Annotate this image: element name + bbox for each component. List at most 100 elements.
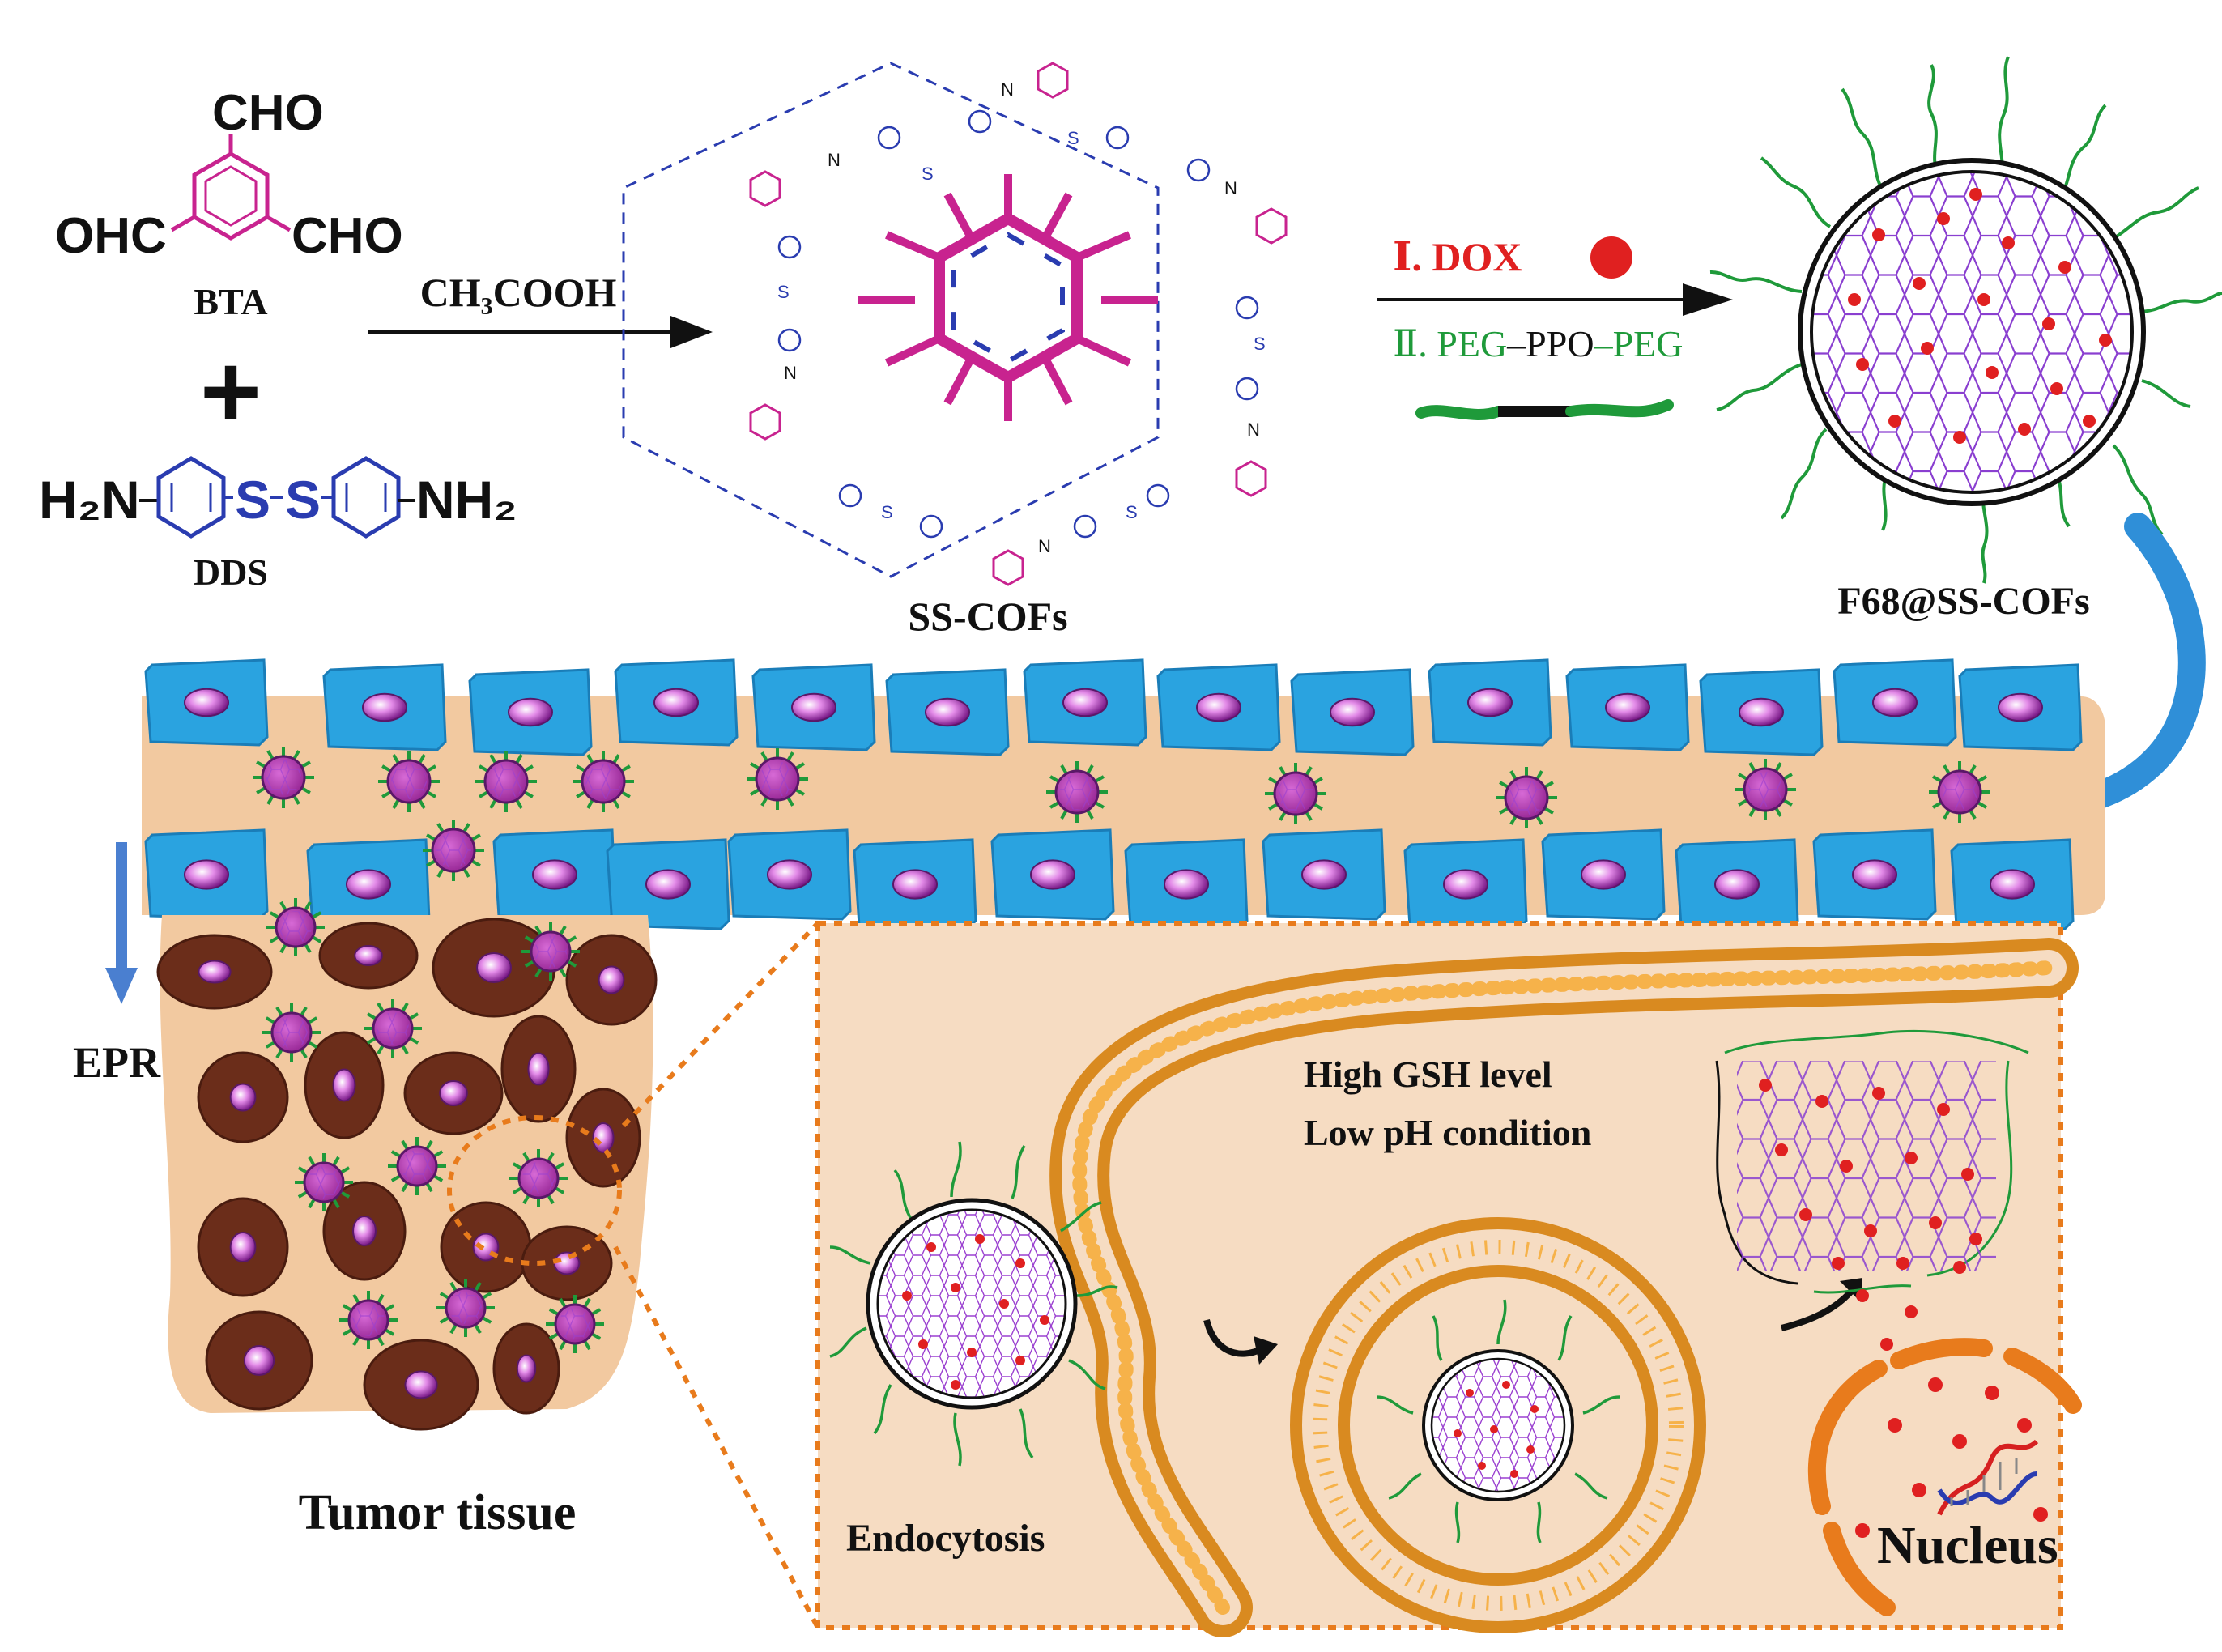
tumor-cell — [565, 934, 658, 1026]
linker-s-3: S — [1254, 334, 1266, 354]
cell-membrane — [1049, 938, 2079, 1637]
nanoparticle — [521, 922, 580, 981]
peg-chains — [1709, 56, 2222, 584]
linker-n-1: N — [1001, 79, 1014, 100]
endothelial-cell — [1428, 658, 1552, 747]
peg-step-prefix: Ⅱ. — [1393, 323, 1437, 364]
dox-payload-dots — [1848, 188, 2112, 444]
tumor-cell — [197, 1051, 289, 1143]
endothelial-cell — [1565, 663, 1690, 751]
nanoparticle — [378, 751, 440, 812]
dds-molecule: H₂N S S NH₂ DDS — [39, 456, 517, 593]
bta-label: BTA — [194, 281, 267, 322]
nanoparticle — [364, 999, 422, 1058]
tumor-cell — [363, 1339, 479, 1431]
endothelial-cell — [1541, 828, 1666, 921]
tumor-cell — [500, 1015, 577, 1123]
dna-helix-icon — [1937, 1439, 2039, 1516]
tumor-cell — [156, 934, 273, 1010]
condition-ph: Low pH condition — [1304, 1112, 1591, 1153]
nanoparticle — [436, 1279, 495, 1337]
endothelial-cell — [1833, 658, 1957, 747]
endothelial-cell — [1699, 668, 1824, 756]
tumor-cells — [156, 918, 658, 1431]
nanoparticle — [262, 1003, 321, 1062]
dox-icon — [1590, 236, 1632, 279]
endosome — [1290, 1217, 1706, 1633]
endothelial-cell — [1156, 663, 1281, 751]
blood-vessel — [142, 658, 2105, 930]
nanoparticle — [1735, 759, 1796, 820]
f68-polymer-icon — [1415, 399, 1674, 420]
accumulated-nanoparticles — [262, 898, 604, 1353]
linker-s-4: S — [1126, 502, 1138, 522]
nanoparticle — [295, 1153, 353, 1211]
linker-s-2: S — [922, 164, 934, 184]
circulating-nanoparticles — [253, 747, 1990, 881]
cellular-uptake-panel: High GSH level Low pH condition Endocyto… — [815, 921, 2082, 1637]
dds-label: DDS — [194, 551, 268, 593]
dds-nh2: NH₂ — [416, 470, 517, 530]
nanoparticle — [1265, 763, 1326, 824]
cof-central-hexagon — [858, 174, 1158, 421]
bta-ohc-left: OHC — [55, 208, 167, 264]
linker-n-6: N — [784, 363, 797, 383]
endothelial-cells — [144, 658, 2083, 930]
endothelial-cell — [853, 838, 977, 930]
endothelial-cell — [468, 668, 593, 756]
cof-vertex-rings — [749, 62, 1288, 586]
endothelial-cell — [1403, 838, 1528, 930]
endothelial-cell — [1950, 838, 2075, 930]
endothelial-cell — [885, 668, 1010, 756]
tumor-cell — [318, 922, 419, 990]
endothelial-cell — [1812, 828, 1937, 921]
reagent-label: CH₃COOH — [420, 270, 617, 315]
nanoparticle — [475, 751, 537, 812]
endothelial-cell — [322, 663, 447, 751]
release-arrow — [1781, 1285, 1858, 1331]
nanoparticle — [509, 1149, 568, 1207]
linker-s-1: S — [1067, 128, 1079, 148]
nanoparticle — [339, 1291, 398, 1349]
tumor-cell — [322, 1181, 407, 1281]
svg-text:Ⅱ. PEG–PPO–PEG: Ⅱ. PEG–PPO–PEG — [1393, 323, 1683, 364]
endothelial-cell — [606, 838, 730, 930]
nanoparticle — [388, 1137, 446, 1195]
nucleus-label: Nucleus — [1877, 1516, 2058, 1575]
peg-b-label: PEG — [1613, 323, 1684, 364]
endothelial-cell — [1675, 838, 1799, 930]
linker-s-5: S — [881, 502, 893, 522]
tumor-cell — [440, 1201, 532, 1293]
linker-n-5: N — [1038, 536, 1051, 556]
loading-step: Ⅰ. DOX Ⅱ. PEG–PPO–PEG — [1377, 234, 1733, 420]
epr-label: EPR — [73, 1038, 161, 1087]
nanoparticle — [253, 747, 314, 808]
zoom-guides — [447, 921, 820, 1629]
f68-ss-cof-nanoparticle: F68@SS-COFs — [1709, 56, 2222, 623]
endothelial-cell — [751, 663, 876, 751]
bta-cho-right: CHO — [292, 208, 403, 264]
ss-cofs-label: SS-COFs — [908, 594, 1067, 639]
tumor-cell — [197, 1197, 289, 1297]
tumor-cell — [432, 918, 556, 1018]
dds-s2: S — [285, 470, 321, 530]
endothelial-cell — [144, 828, 269, 921]
endothelial-cell — [990, 828, 1115, 921]
endothelial-cell — [1023, 658, 1147, 747]
endothelial-cell — [492, 828, 617, 921]
endothelial-cell — [1290, 668, 1415, 756]
tumor-cell — [565, 1088, 641, 1188]
degraded-framework — [1715, 1029, 2029, 1351]
uptake-arrow-1 — [1203, 1318, 1265, 1357]
linker-s-6: S — [777, 282, 790, 302]
dds-h2n: H₂N — [39, 470, 140, 530]
nanoparticle — [1496, 767, 1557, 828]
tumor-tissue-label: Tumor tissue — [299, 1485, 577, 1540]
dds-s1: S — [235, 470, 270, 530]
nanoparticle — [747, 748, 808, 810]
endothelial-cell — [1124, 838, 1249, 930]
condition-gsh: High GSH level — [1304, 1054, 1552, 1095]
bta-molecule: CHO OHC CHO BTA — [55, 85, 403, 322]
nanoparticle — [1046, 761, 1108, 823]
